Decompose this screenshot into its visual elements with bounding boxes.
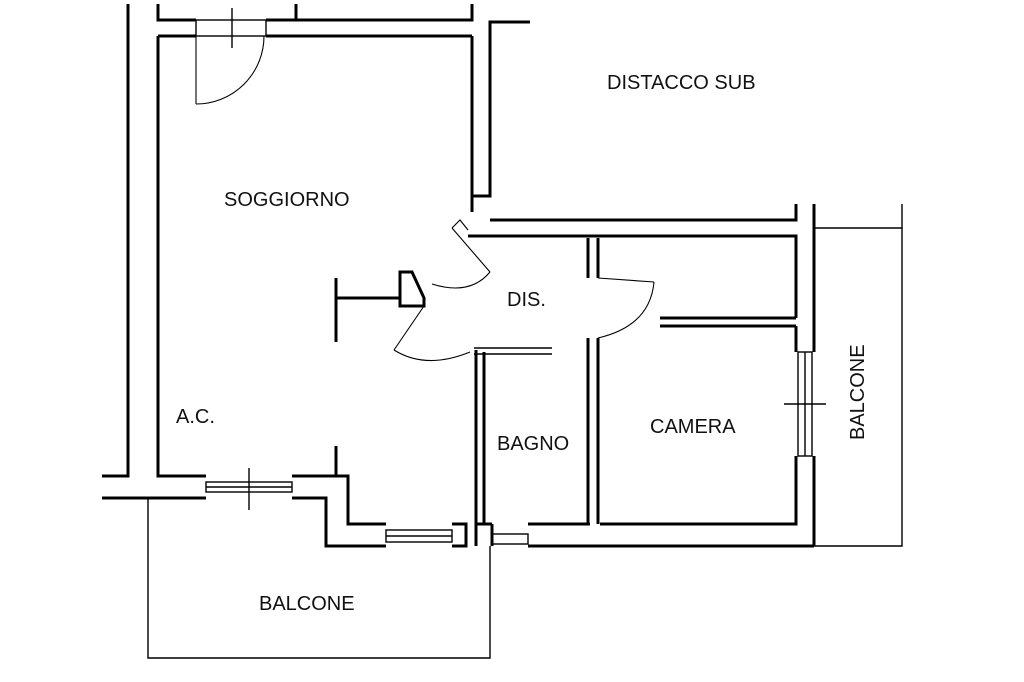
doors [195, 35, 655, 362]
internal-walls [334, 238, 798, 524]
label-camera: CAMERA [650, 416, 736, 438]
label-dis: DIS. [507, 289, 546, 311]
label-bagno: BAGNO [497, 433, 569, 455]
windows [195, 8, 826, 545]
label-balcone-right: BALCONE [847, 344, 869, 440]
label-balcone-bottom: BALCONE [259, 593, 355, 615]
label-ac: A.C. [176, 406, 215, 428]
exterior-walls [102, 4, 816, 546]
bottom-walls [292, 446, 814, 548]
label-distacco: DISTACCO SUB [607, 72, 756, 94]
label-soggiorno: SOGGIORNO [224, 189, 350, 211]
balcone-right-outline [814, 204, 903, 547]
balcone-bottom-outline [147, 498, 491, 659]
